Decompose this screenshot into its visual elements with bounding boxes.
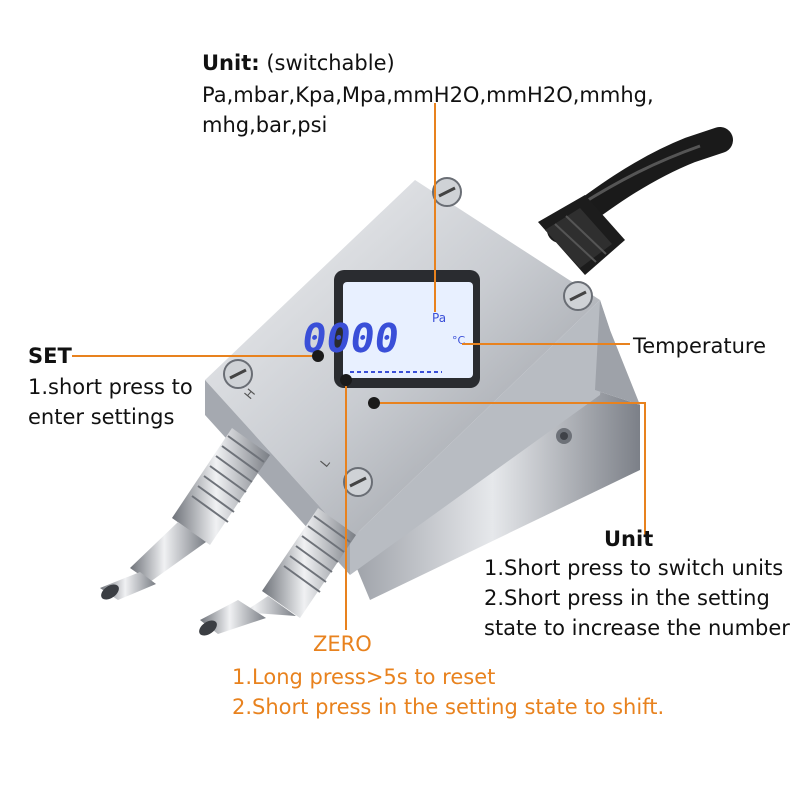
unit-button-callout-title: Unit — [604, 527, 654, 551]
unit-button-callout-line2: 2.Short press in the setting — [484, 586, 770, 610]
cable-highlight — [579, 144, 701, 207]
screw-right — [563, 281, 593, 311]
cable-gland — [538, 195, 625, 275]
screw-left — [223, 359, 253, 389]
unit-list-heading-note: (switchable) — [266, 51, 395, 75]
pressure-port-low — [199, 508, 356, 636]
zero-button[interactable] — [340, 374, 352, 386]
zero-callout-title: ZERO — [313, 632, 372, 656]
screw-top — [432, 177, 462, 207]
unit-list-line2: Pa,mbar,Kpa,Mpa,mmH2O,mmH2O,mmhg, — [202, 83, 654, 107]
unit-list-line3: mhg,bar,psi — [202, 113, 328, 137]
pressure-port-high — [100, 428, 270, 600]
set-callout-line1: 1.short press to — [28, 375, 193, 399]
set-callout-title: SET — [28, 344, 72, 368]
zero-callout-line1: 1.Long press>5s to reset — [232, 665, 496, 689]
unit-list-callout: Unit: (switchable) — [202, 48, 395, 78]
screw-bottom — [343, 467, 373, 497]
unit-button[interactable] — [368, 397, 380, 409]
temperature-callout-title: Temperature — [633, 334, 767, 358]
unit-list-heading: Unit: — [202, 51, 260, 75]
lcd-display: Pa °C 0000 — [299, 270, 480, 388]
lcd-temp-label: °C — [452, 334, 466, 347]
unit-button-callout-line — [380, 402, 646, 535]
callout-lines — [72, 103, 646, 630]
set-button[interactable] — [312, 350, 324, 362]
lcd-unit-label: Pa — [432, 311, 446, 325]
unit-button-callout-line3: state to increase the number — [484, 616, 790, 640]
zero-callout-line2: 2.Short press in the setting state to sh… — [232, 695, 665, 719]
unit-button-callout-line1: 1.Short press to switch units — [484, 556, 784, 580]
set-callout-line2: enter settings — [28, 405, 175, 429]
